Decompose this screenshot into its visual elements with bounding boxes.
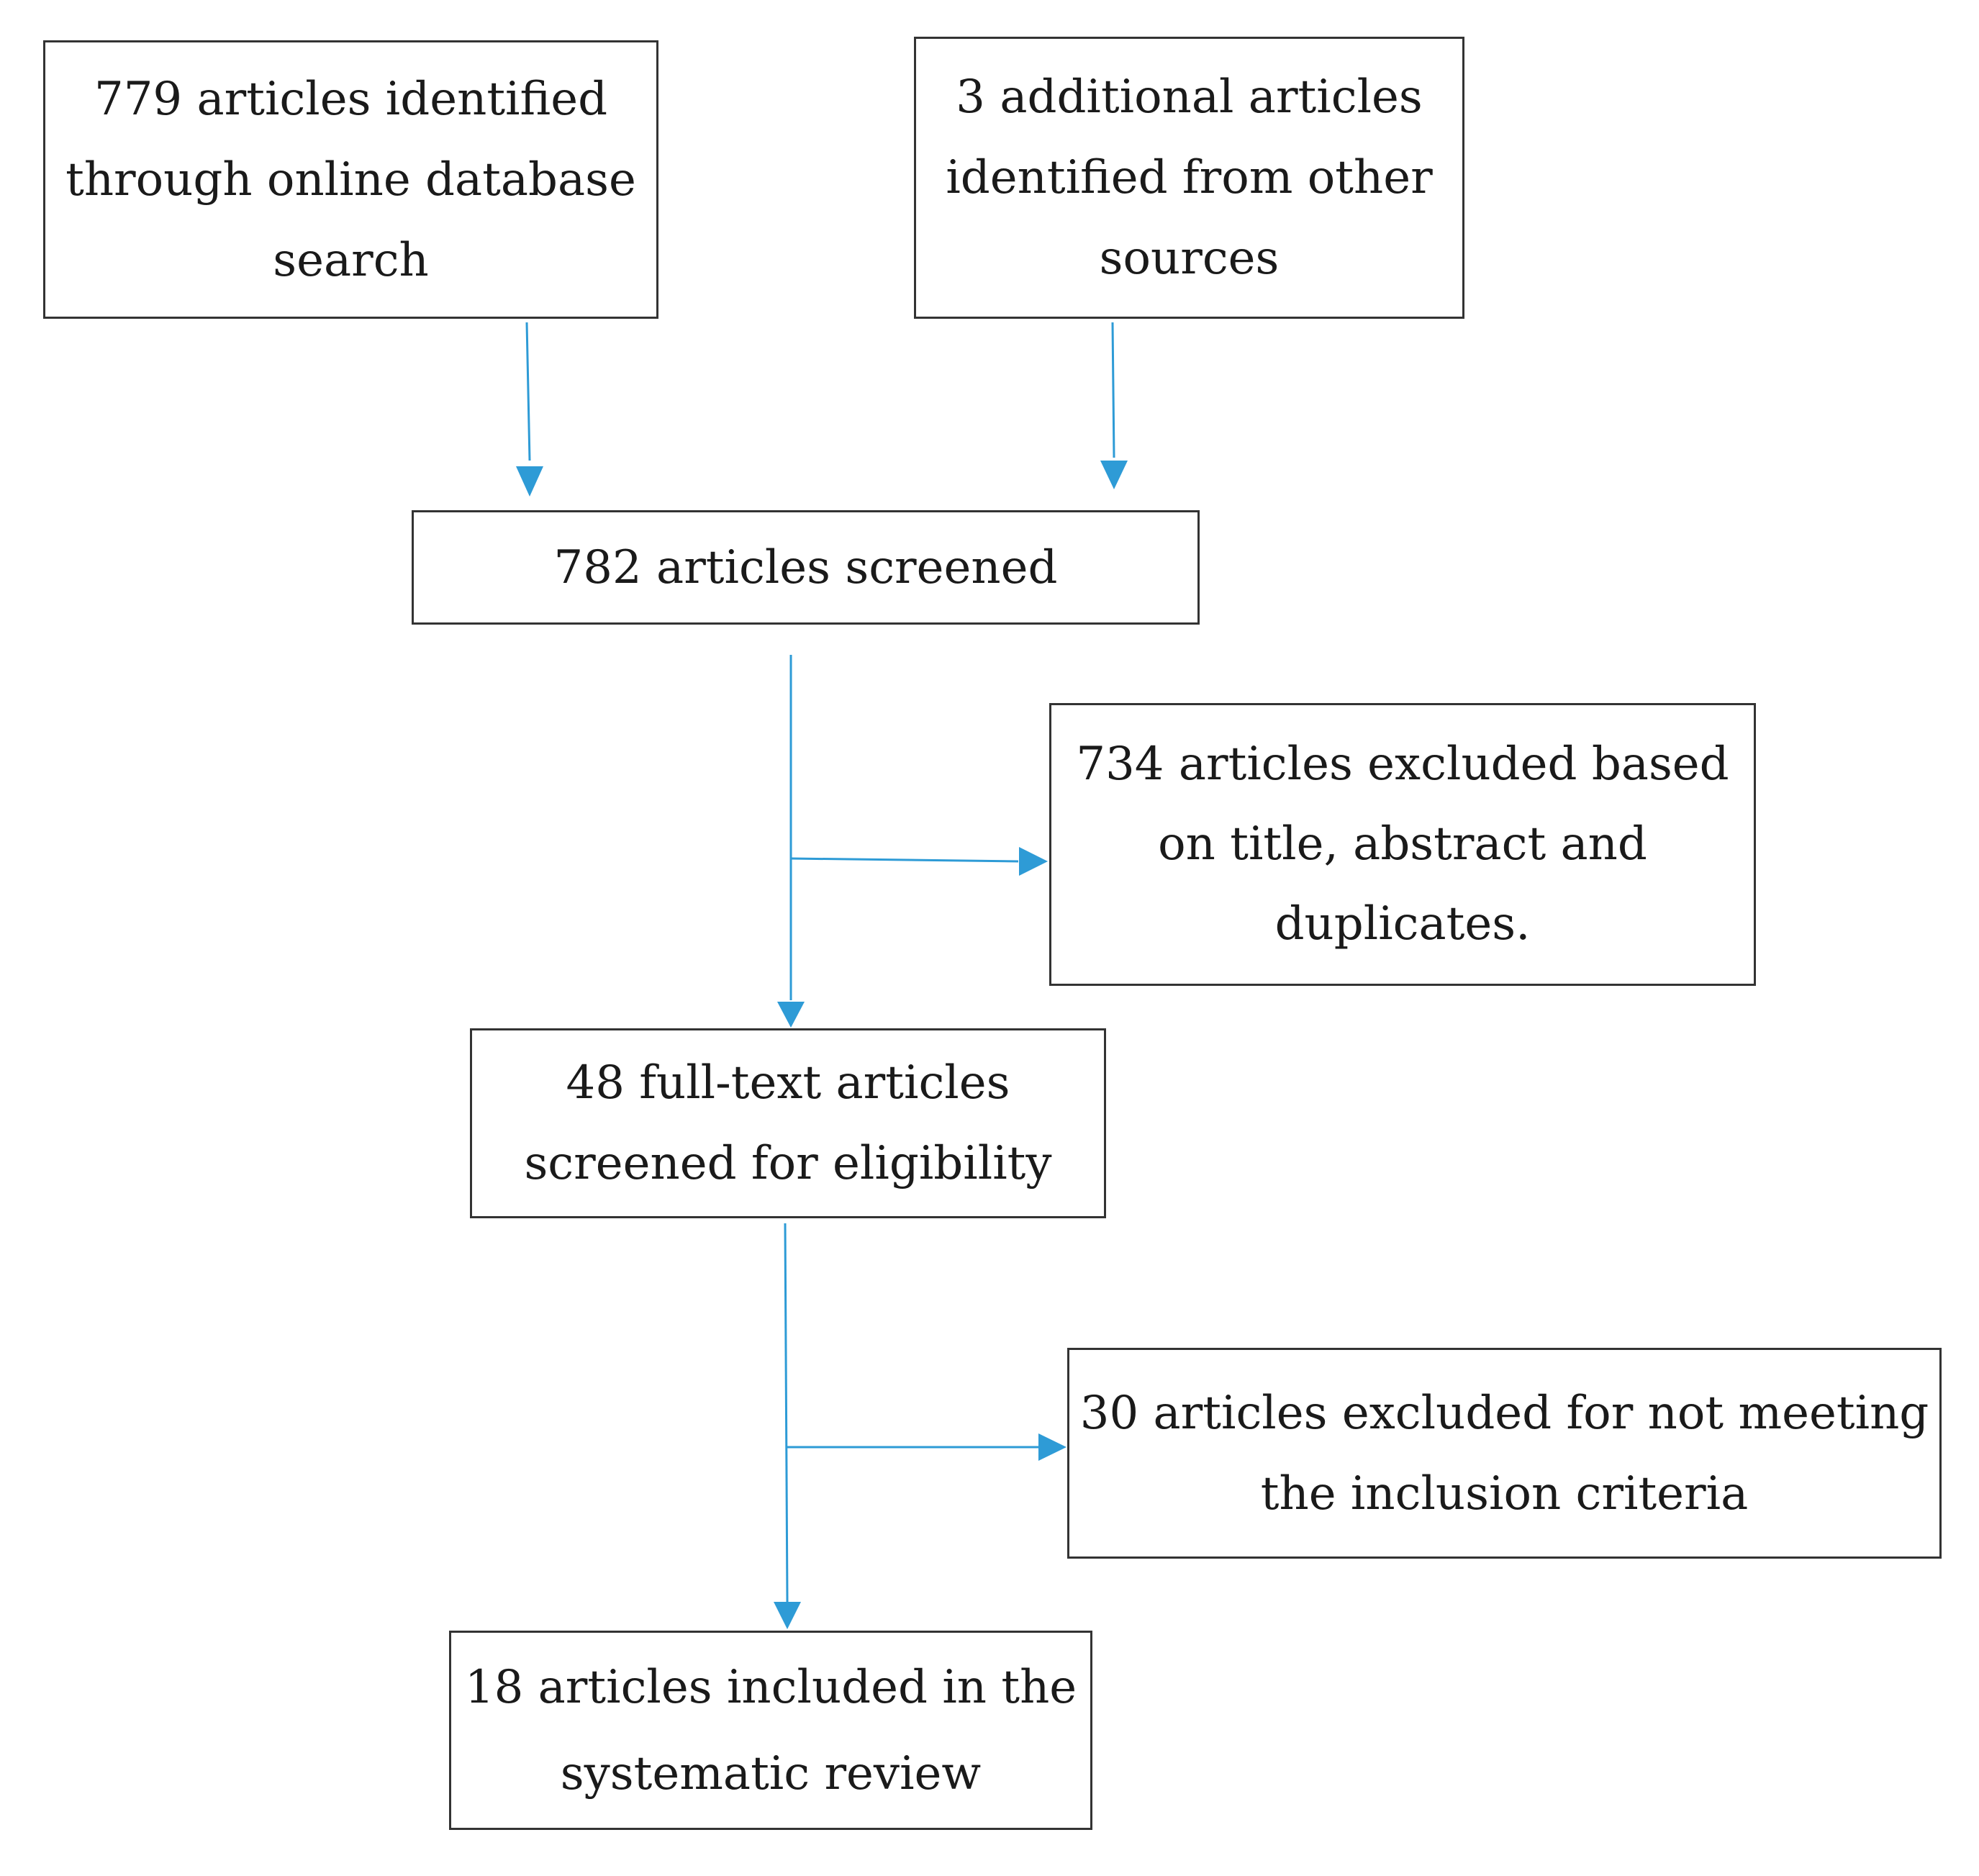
text-line: 782 articles screened bbox=[553, 540, 1058, 594]
arrow-branch-to-excluded-title bbox=[790, 857, 1019, 863]
arrowhead-database-to-screened bbox=[516, 466, 543, 497]
screened-text: 782 articles screened bbox=[554, 527, 1058, 608]
fulltext-text: 48 full-text articles screened for eligi… bbox=[524, 1043, 1051, 1204]
fulltext-box: 48 full-text articles screened for eligi… bbox=[470, 1028, 1106, 1218]
text-line: search bbox=[273, 233, 429, 287]
text-line: identified from other bbox=[946, 151, 1433, 204]
arrowhead-other-to-screened bbox=[1100, 461, 1128, 489]
text-line: sources bbox=[1099, 232, 1280, 285]
excluded-criteria-box: 30 articles excluded for not meeting the… bbox=[1067, 1348, 1942, 1559]
text-line: the inclusion criteria bbox=[1260, 1467, 1749, 1521]
text-line: screened for eligibility bbox=[524, 1137, 1052, 1190]
included-box: 18 articles included in the systematic r… bbox=[449, 1631, 1092, 1830]
excluded-title-box: 734 articles excluded based on title, ab… bbox=[1049, 703, 1756, 986]
text-line: through online database bbox=[65, 153, 636, 207]
arrow-other-to-screened bbox=[1111, 322, 1115, 458]
identified-other-box: 3 additional articles identified from ot… bbox=[914, 37, 1464, 319]
text-line: duplicates. bbox=[1274, 897, 1531, 951]
text-line: 734 articles excluded based bbox=[1076, 738, 1729, 791]
identified-other-text: 3 additional articles identified from ot… bbox=[946, 57, 1432, 299]
identified-database-text: 779 articles identified through online d… bbox=[65, 59, 636, 301]
text-line: 18 articles included in the bbox=[464, 1660, 1077, 1714]
identified-database-box: 779 articles identified through online d… bbox=[43, 40, 658, 319]
excluded-title-text: 734 articles excluded based on title, ab… bbox=[1076, 725, 1729, 964]
arrow-fulltext-to-included bbox=[784, 1223, 789, 1603]
text-line: on title, abstract and bbox=[1158, 817, 1647, 871]
text-line: 3 additional articles bbox=[956, 71, 1423, 124]
text-line: 48 full-text articles bbox=[566, 1056, 1010, 1110]
text-line: 30 articles excluded for not meeting bbox=[1079, 1386, 1929, 1440]
arrowhead-screened-to-fulltext bbox=[777, 1002, 805, 1028]
arrowhead-excluded-criteria bbox=[1038, 1433, 1067, 1461]
screened-box: 782 articles screened bbox=[412, 510, 1200, 625]
included-text: 18 articles included in the systematic r… bbox=[465, 1644, 1077, 1817]
text-line: systematic review bbox=[560, 1746, 982, 1800]
arrowhead-excluded-title bbox=[1019, 847, 1048, 876]
arrowhead-fulltext-to-included bbox=[774, 1602, 801, 1629]
excluded-criteria-text: 30 articles excluded for not meeting the… bbox=[1080, 1373, 1929, 1534]
text-line: 779 articles identified bbox=[94, 72, 608, 126]
arrow-database-to-screened bbox=[525, 322, 531, 461]
